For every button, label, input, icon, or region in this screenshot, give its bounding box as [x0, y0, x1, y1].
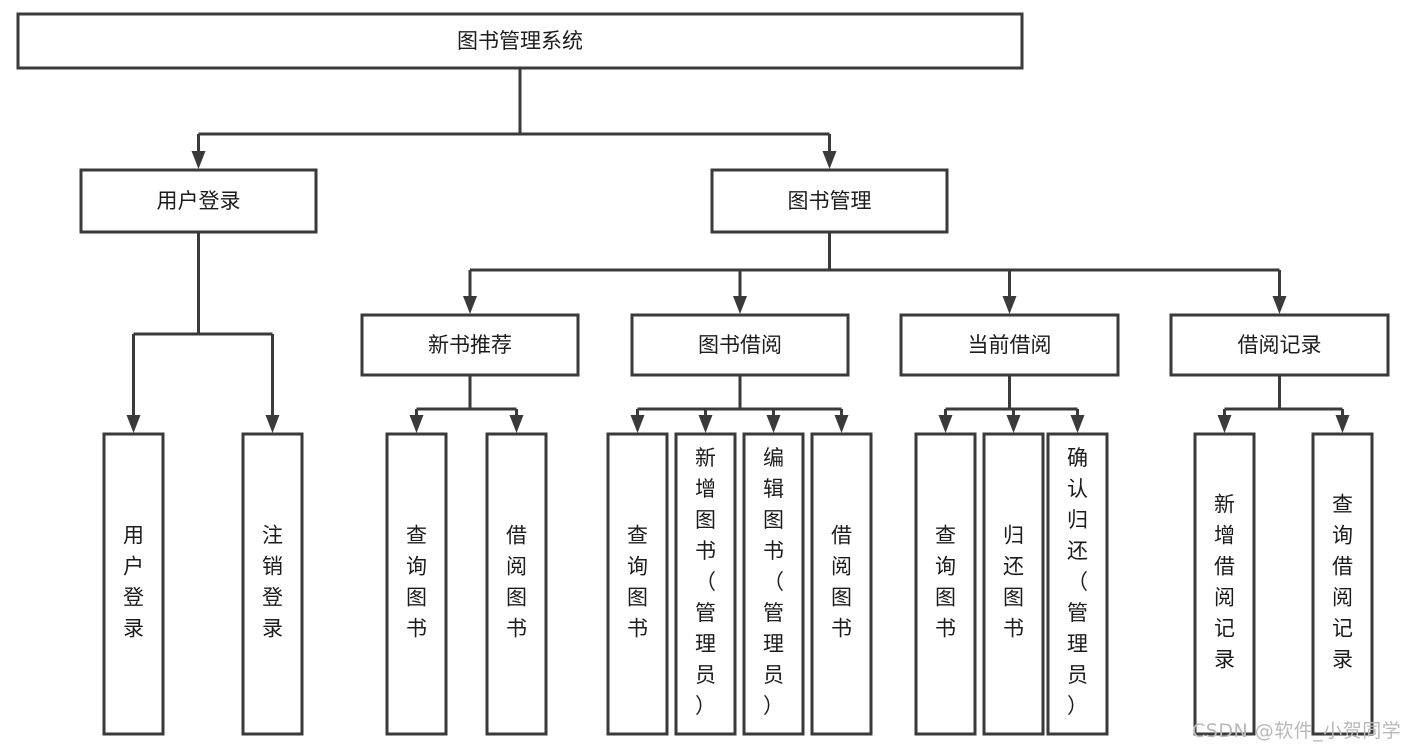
node-user-login[interactable]: 用户登录: [79, 168, 318, 234]
node-leaf-add-book-admin[interactable]: 新增图书（管理员）: [674, 432, 737, 736]
node-label-new-book-recommend: 新书推荐: [428, 333, 512, 357]
node-borrow-record[interactable]: 借阅记录: [1169, 313, 1390, 377]
node-box-leaf-logout: [241, 432, 304, 736]
arrow-head-icon: [1335, 415, 1350, 433]
arrow-head-icon: [265, 415, 280, 433]
node-box-leaf-borrow-book-rec: [485, 432, 548, 736]
arrow-head-icon: [126, 415, 141, 433]
node-box-leaf-return-book: [982, 432, 1045, 736]
node-leaf-edit-book-admin[interactable]: 编辑图书（管理员）: [742, 432, 805, 736]
connectors-layer: [126, 68, 1350, 433]
node-label-leaf-confirm-return-admin: 确认归还（管理员）: [1067, 446, 1088, 718]
node-leaf-borrow-book-rec[interactable]: 借阅图书: [485, 432, 548, 736]
arrow-head-icon: [733, 296, 747, 314]
node-label-leaf-return-book: 归还图书: [1003, 524, 1024, 641]
node-new-book-recommend[interactable]: 新书推荐: [360, 313, 580, 377]
node-leaf-borrow-book[interactable]: 借阅图书: [810, 432, 873, 736]
node-label-book-management: 图书管理: [788, 189, 872, 213]
node-box-user-login: [79, 168, 318, 234]
node-label-leaf-user-login: 用户登录: [123, 524, 144, 641]
arrow-head-icon: [509, 415, 524, 433]
node-label-leaf-borrow-book: 借阅图书: [831, 524, 852, 641]
node-book-management[interactable]: 图书管理: [710, 168, 949, 234]
node-box-borrow-record: [1169, 313, 1390, 377]
node-label-user-login: 用户登录: [157, 189, 241, 213]
arrow-head-icon: [822, 151, 837, 169]
node-leaf-user-login[interactable]: 用户登录: [102, 432, 165, 736]
node-leaf-add-borrow-record[interactable]: 新增借阅记录: [1193, 432, 1256, 736]
node-label-leaf-query-book-rec: 查询图书: [406, 524, 427, 641]
arrow-head-icon: [409, 415, 424, 433]
node-box-leaf-borrow-book: [810, 432, 873, 736]
node-label-leaf-query-book-current: 查询图书: [935, 524, 956, 641]
node-label-borrow-record: 借阅记录: [1238, 333, 1322, 357]
node-box-leaf-query-book-current: [914, 432, 977, 736]
arrow-head-icon: [1006, 415, 1021, 433]
node-label-leaf-borrow-book-rec: 借阅图书: [506, 524, 527, 641]
node-label-leaf-edit-book-admin: 编辑图书（管理员）: [763, 446, 784, 718]
arrow-head-icon: [1002, 296, 1017, 314]
arrow-head-icon: [1217, 415, 1232, 433]
node-leaf-return-book[interactable]: 归还图书: [982, 432, 1045, 736]
node-book-borrow[interactable]: 图书借阅: [630, 313, 850, 377]
node-box-leaf-user-login: [102, 432, 165, 736]
node-leaf-query-book-rec[interactable]: 查询图书: [385, 432, 448, 736]
arrow-head-icon: [630, 415, 645, 433]
node-box-leaf-add-book-admin: [674, 432, 737, 736]
arrow-head-icon: [463, 296, 477, 314]
node-box-new-book-recommend: [360, 313, 580, 377]
node-leaf-query-book-borrow[interactable]: 查询图书: [606, 432, 669, 736]
arrow-head-icon: [698, 415, 713, 433]
node-label-leaf-query-borrow-record: 查询借阅记录: [1332, 493, 1353, 672]
node-box-leaf-edit-book-admin: [742, 432, 805, 736]
node-box-leaf-query-book-borrow: [606, 432, 669, 736]
arrow-head-icon: [191, 151, 206, 169]
node-label-leaf-query-book-borrow: 查询图书: [627, 524, 648, 641]
arrow-head-icon: [766, 415, 781, 433]
node-box-book-borrow: [630, 313, 850, 377]
node-label-leaf-logout: 注销登录: [262, 524, 283, 641]
node-box-leaf-query-book-rec: [385, 432, 448, 736]
node-label-root: 图书管理系统: [457, 29, 583, 53]
node-current-borrow[interactable]: 当前借阅: [899, 313, 1120, 377]
arrow-head-icon: [938, 415, 953, 433]
node-leaf-logout[interactable]: 注销登录: [241, 432, 304, 736]
arrow-head-icon: [834, 415, 849, 433]
node-label-current-borrow: 当前借阅: [968, 333, 1052, 357]
nodes-layer: 图书管理系统用户登录图书管理新书推荐图书借阅当前借阅借阅记录用户登录注销登录查询…: [16, 12, 1390, 736]
node-root[interactable]: 图书管理系统: [16, 12, 1024, 70]
node-leaf-query-borrow-record[interactable]: 查询借阅记录: [1311, 432, 1374, 736]
node-box-leaf-add-borrow-record: [1193, 432, 1256, 736]
node-label-book-borrow: 图书借阅: [698, 333, 782, 357]
node-label-leaf-add-borrow-record: 新增借阅记录: [1214, 493, 1235, 672]
node-leaf-query-book-current[interactable]: 查询图书: [914, 432, 977, 736]
node-box-leaf-confirm-return-admin: [1046, 432, 1109, 736]
node-box-current-borrow: [899, 313, 1120, 377]
node-box-root: [16, 12, 1024, 70]
node-box-book-management: [710, 168, 949, 234]
arrow-head-icon: [1070, 415, 1085, 433]
node-label-leaf-add-book-admin: 新增图书（管理员）: [695, 446, 716, 718]
node-leaf-confirm-return-admin[interactable]: 确认归还（管理员）: [1046, 432, 1109, 736]
node-box-leaf-query-borrow-record: [1311, 432, 1374, 736]
arrow-head-icon: [1272, 296, 1287, 314]
